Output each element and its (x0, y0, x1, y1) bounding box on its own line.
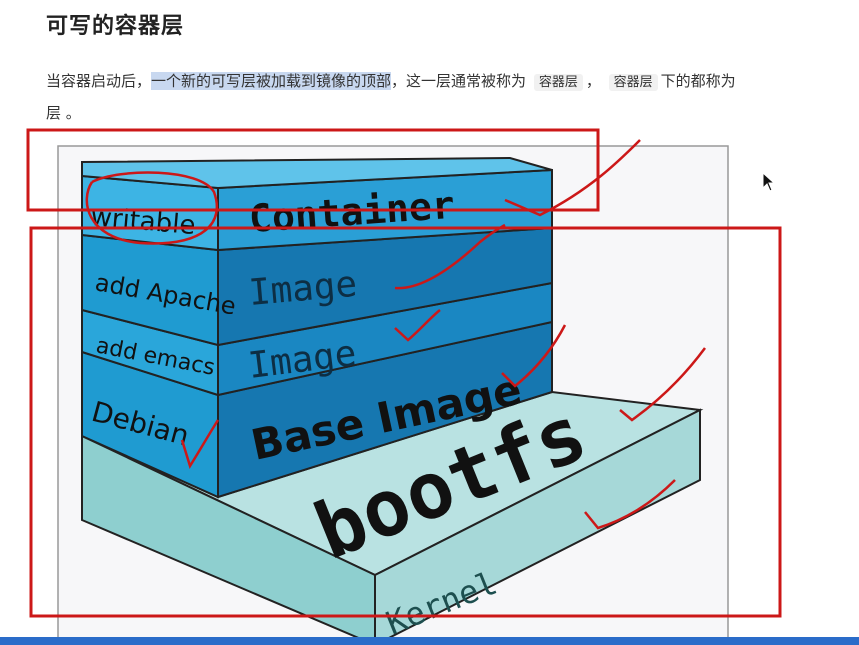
annotation-box-image-layers (29, 226, 782, 618)
annotation-box-container-layer (26, 128, 600, 212)
annotation-check-image2 (394, 309, 441, 342)
para-highlight: 一个新的可写层被加载到镜像的顶部 (151, 72, 392, 90)
annotation-check-kernel (584, 479, 676, 530)
section-heading: 可写的容器层 (46, 14, 185, 39)
annotation-check-container (504, 139, 641, 217)
annotation-check-base (501, 324, 567, 388)
annotation-check-debian (180, 419, 220, 469)
annotation-check-bootfs (619, 347, 707, 422)
bottom-edge-bar (0, 637, 859, 645)
inline-code-container-layer: 容器层 (533, 74, 583, 91)
intro-paragraph: 当容器启动后，一个新的可写层被加载到镜像的顶部，这一层通常被称为 容器层， 容器… (46, 66, 846, 128)
label-image-1: Image (247, 264, 359, 314)
inline-code-container-layer-2: 容器层 (608, 74, 658, 91)
para-line-2: 层 。 (46, 104, 81, 122)
para-text-middle: ，这一层通常被称为 (391, 72, 527, 90)
para-separator: ， (585, 72, 601, 90)
kernel-slab-front (81, 434, 376, 645)
annotation-check-image1 (394, 223, 506, 290)
para-text-after: 下的都称为 (660, 72, 736, 90)
annotation-circle-writable (85, 171, 219, 245)
mouse-pointer-icon (762, 172, 776, 192)
kernel-slab-side (374, 408, 701, 645)
para-text-before: 当容器启动后， (46, 72, 152, 90)
